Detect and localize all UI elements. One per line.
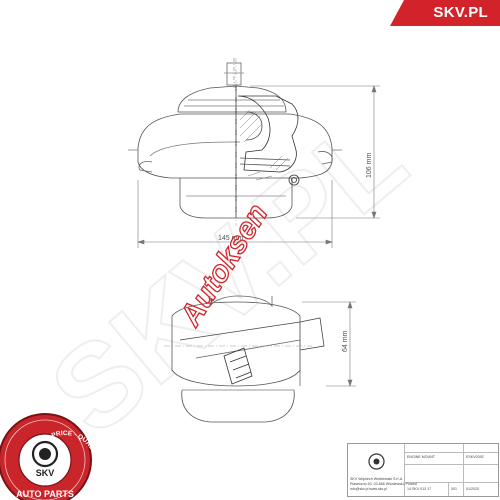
dimension-height-label: 106 mm xyxy=(366,153,373,178)
skv-quality-badge: THE BEST PRICE · QUALITY SKV AUTO PARTS xyxy=(0,413,100,500)
title-block: SKV Wojciech Wróblewski S.K.A. Piaseczno… xyxy=(347,443,499,497)
dimension-width-label: 145 mm xyxy=(218,235,243,242)
dimension-side-height xyxy=(302,301,356,387)
code-top: ESKV0392 xyxy=(466,455,484,459)
dimension-side-height-label: 64 mm xyxy=(342,330,349,352)
company-line-1: SKV Wojciech Wróblewski S.K.A. xyxy=(350,477,404,481)
engine-mount-side-view xyxy=(164,295,325,423)
date: 01/2020 xyxy=(466,487,479,491)
badge-bottom-text: AUTO PARTS xyxy=(16,489,74,499)
brand-tag-skv[interactable]: SKV.PL xyxy=(390,0,500,26)
company-line-3: info@skv.pl www.skv.pl xyxy=(350,487,387,491)
revision: 001 xyxy=(451,487,457,491)
dimension-height xyxy=(250,85,380,219)
product-name: ENGINE MOUNT xyxy=(407,455,435,459)
engine-mount-front-view xyxy=(128,58,342,226)
badge-center-text: SKV xyxy=(36,468,55,478)
dimension-width xyxy=(137,180,333,248)
company-line-2: Piaseczno 53, 02-666 Wiśniewski, Poland xyxy=(350,482,417,486)
title-block-logo xyxy=(368,453,385,471)
part-number: 14 SKV 013 17 xyxy=(407,487,432,491)
